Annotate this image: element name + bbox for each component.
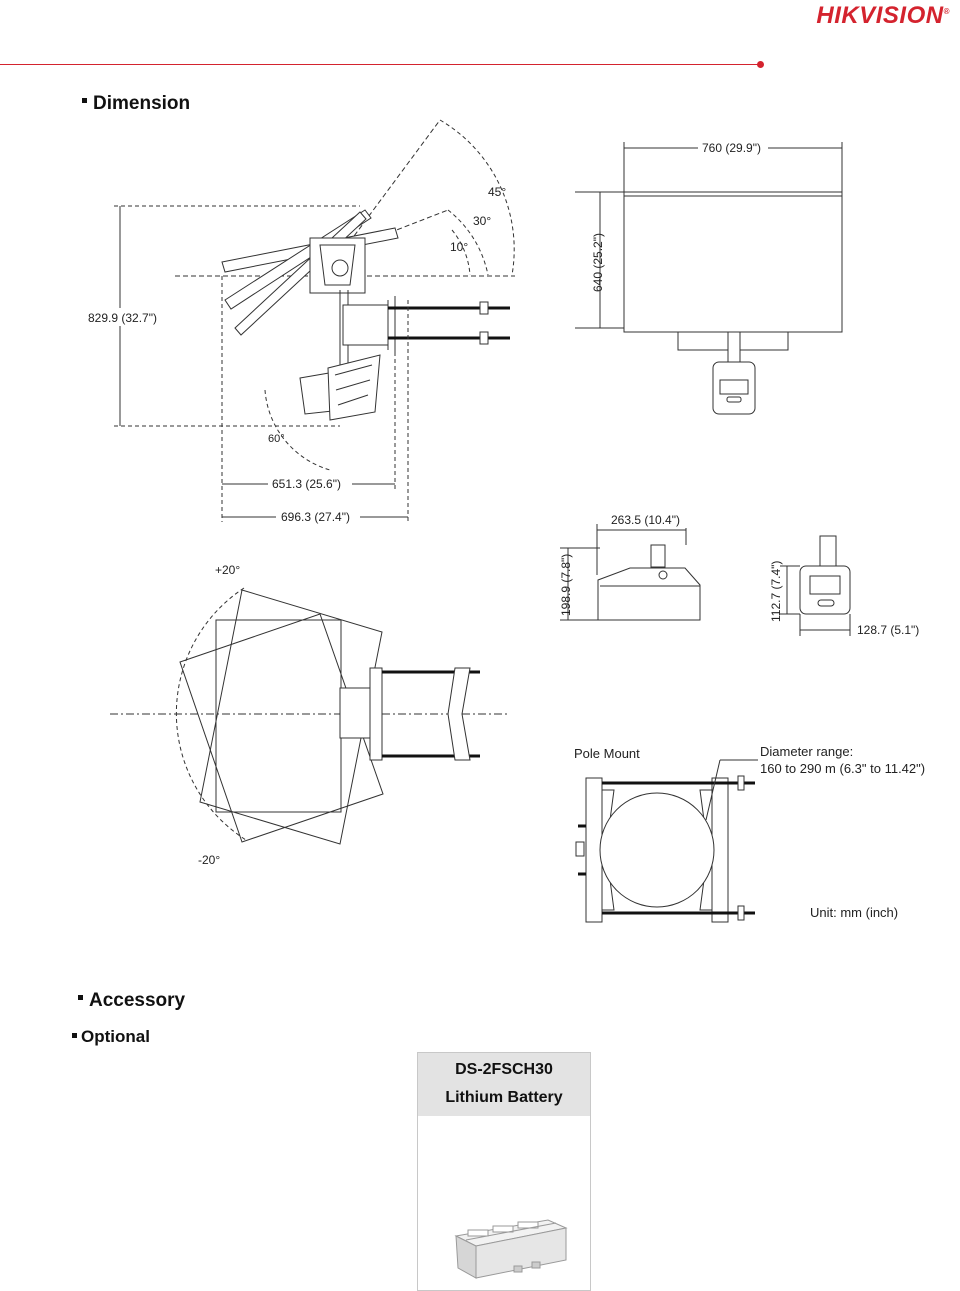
accessory-card-header: DS-2FSCH30 Lithium Battery — [418, 1053, 590, 1116]
diameter-range-value: 160 to 290 m (6.3" to 11.42") — [760, 761, 925, 776]
camera-height-dimension: 198.9 (7.8") — [559, 554, 573, 616]
dimension-heading: Dimension — [82, 93, 190, 115]
height-dimension: 829.9 (32.7") — [88, 311, 157, 325]
pole-mount-label: Pole Mount — [574, 746, 640, 761]
accessory-heading: Accessory — [78, 990, 185, 1012]
angle-45-label: 45° — [488, 185, 506, 199]
header-rule — [0, 64, 760, 65]
angle-60-label: 60° — [268, 433, 285, 445]
panel-width-dimension: 760 (29.9") — [702, 141, 761, 155]
header-rule-dot — [757, 61, 764, 68]
camera-length-dimension: 263.5 (10.4") — [611, 513, 680, 527]
diameter-range-title: Diameter range: — [760, 744, 853, 759]
panel-height-dimension: 640 (25.2") — [591, 233, 605, 292]
battery-image — [454, 1219, 568, 1279]
depth-dimension-a: 651.3 (25.6") — [272, 477, 341, 491]
depth-dimension-b: 696.3 (27.4") — [281, 510, 350, 524]
angle-plus20-label: +20° — [215, 563, 240, 577]
accessory-name: Lithium Battery — [445, 1089, 563, 1106]
camera-front-height-dimension: 112.7 (7.4") — [769, 561, 783, 622]
camera-front-width-dimension: 128.7 (5.1") — [857, 623, 919, 637]
optional-subheading: Optional — [72, 1027, 150, 1047]
angle-minus20-label: -20° — [198, 853, 220, 867]
angle-10-label: 10° — [450, 240, 468, 254]
brand-logo: HIKVISION® — [816, 2, 950, 29]
accessory-model: DS-2FSCH30 — [455, 1061, 553, 1078]
angle-30-label: 30° — [473, 214, 491, 228]
accessory-card: DS-2FSCH30 Lithium Battery — [417, 1052, 591, 1291]
unit-note: Unit: mm (inch) — [810, 905, 898, 920]
dimension-drawing: 45° 30° 10° 60° 829.9 (32.7") 651.3 (25.… — [86, 119, 925, 923]
